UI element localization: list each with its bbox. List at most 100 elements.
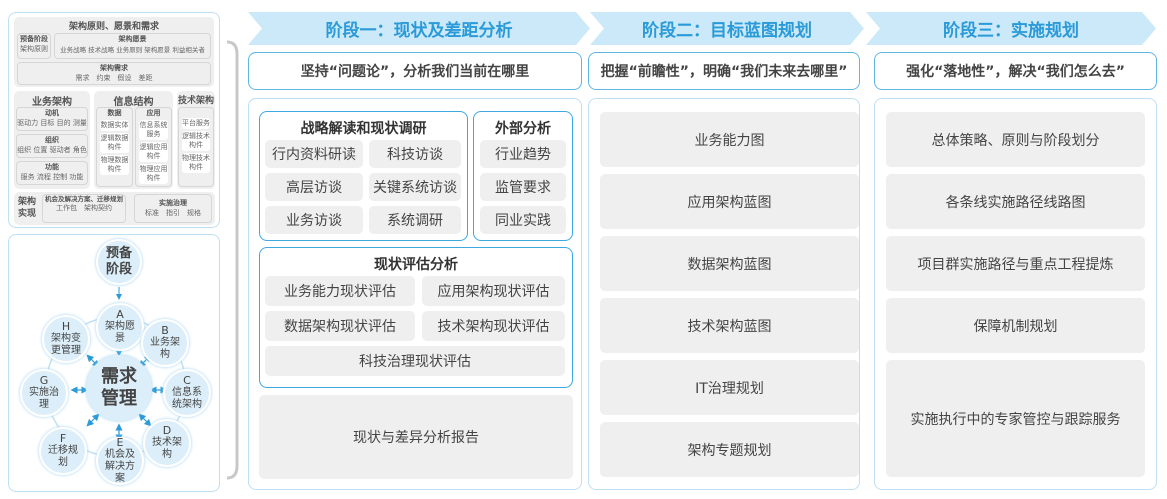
assessment-item: 数据架构现状评估 [265, 311, 415, 341]
assessment-title: 现状评估分析 [374, 257, 458, 273]
node-letter: E [116, 436, 124, 449]
stage-1-subtitle: 坚持“问题论”，分析我们当前在哪里 [248, 52, 582, 90]
app-item: 信息系统服务 [139, 120, 168, 140]
opp-items: 工作包 架构契约 [56, 204, 112, 212]
tech-column: 平台服务逻辑技术构件物理技术构件 [178, 107, 214, 187]
strategy-title: 战略解读和现状调研 [300, 121, 427, 137]
app-item: 物理应用构件 [139, 164, 168, 184]
stage-2-subtitle: 把握“前瞻性”，明确“我们未来去哪里” [588, 52, 860, 90]
plan-item: 项目群实施路径与重点工程提炼 [886, 236, 1145, 291]
prelim-cell: 预备阶段架构原则 [17, 33, 51, 59]
node-letter: C [183, 374, 191, 387]
strategy-item: 系统调研 [369, 206, 461, 234]
prelim-node: 预备阶段 [96, 239, 142, 285]
gov-items: 标准 指引 规格 [145, 209, 201, 217]
info-section: 信息结构 数据数据实体逻辑数据构件物理数据构件 应用信息系统服务逻辑应用构件物理… [94, 91, 173, 189]
cell-title: 动机 [45, 109, 59, 117]
data-item: 物理数据构件 [100, 155, 129, 175]
blueprint-item: IT治理规划 [600, 360, 859, 415]
node-label: 机会及解决方案 [105, 449, 135, 484]
blueprint-item: 应用架构蓝图 [600, 174, 859, 229]
plan-item: 总体策略、原则与阶段划分 [886, 112, 1145, 167]
requirements-title: 架构需求 [100, 64, 128, 72]
blueprint-item: 架构专题规划 [600, 422, 859, 477]
stage-3-content: 总体策略、原则与阶段划分各条线实施路径线路图项目群实施路径与重点工程提炼保障机制… [874, 98, 1157, 490]
business-cell: 动机驱动力 目标 目的 测量 [16, 107, 88, 131]
requirements-cell: 架构需求需求 约束 假设 差距 [17, 62, 211, 85]
bracket [226, 40, 239, 480]
vision-items: 业务战略 技术战略 业务原则 架构愿景 利益相关者 [60, 46, 205, 54]
tech-item: 平台服务 [182, 118, 210, 129]
vision-cell: 架构愿景业务战略 技术战略 业务原则 架构愿景 利益相关者 [54, 33, 211, 59]
node-letter: D [162, 424, 172, 437]
node-label: 迁移规划 [48, 445, 78, 468]
blueprint-item: 数据架构蓝图 [600, 236, 859, 291]
vision-title: 架构愿景 [118, 35, 147, 43]
principles-section: 架构原则、愿景和需求 预备阶段架构原则 架构愿景业务战略 技术战略 业务原则 架… [14, 17, 214, 87]
tech-section: 技术架构 平台服务逻辑技术构件物理技术构件 [177, 91, 215, 189]
cell-title: 组织 [45, 136, 59, 144]
strategy-item: 高层访谈 [265, 173, 363, 201]
node-label: 架构愿景 [105, 321, 135, 344]
strategy-box: 战略解读和现状调研 行内资料研读科技访谈高层访谈关键系统访谈业务访谈系统调研 [259, 111, 468, 241]
realization-title: 架构实现 [17, 197, 36, 219]
strategy-item: 科技访谈 [369, 140, 461, 168]
cell-title: 功能 [45, 163, 59, 171]
node-letter: B [161, 324, 169, 337]
node-letter: F [59, 432, 67, 445]
business-cell: 组织组织 位置 驱动者 角色 [16, 134, 88, 158]
strategy-item: 业务访谈 [265, 206, 363, 234]
data-item: 数据实体 [100, 120, 129, 131]
stage-3-subtitle: 强化“落地性”，解决“我们怎么去” [874, 52, 1157, 90]
cell-items: 组织 位置 驱动者 角色 [17, 146, 87, 154]
stage-2-header: 阶段二：目标蓝图规划 [590, 12, 864, 45]
assessment-item: 业务能力现状评估 [265, 276, 415, 306]
center-node: 需求管理 [86, 355, 152, 421]
governance-cell: 实施治理标准 指引 规格 [134, 194, 212, 223]
business-section: 业务架构 动机驱动力 目标 目的 测量 组织组织 位置 驱动者 角色 功能服务 … [14, 91, 90, 189]
external-title: 外部分析 [495, 121, 551, 137]
business-title: 业务架构 [32, 97, 72, 108]
app-item: 逻辑应用构件 [139, 142, 168, 162]
blueprint-item: 业务能力图 [600, 112, 859, 167]
node-letter: G [39, 374, 49, 387]
node-letter: H [61, 320, 71, 333]
node-label: 架构变更管理 [51, 333, 81, 356]
data-column: 数据数据实体逻辑数据构件物理数据构件 [96, 107, 133, 187]
stage-1-header: 阶段一：现状及差距分析 [248, 12, 590, 45]
business-cell: 功能服务 流程 控制 功能 [16, 161, 88, 185]
external-item: 监管要求 [480, 173, 566, 201]
node-label: 实施治理 [29, 387, 59, 410]
assessment-box: 现状评估分析 业务能力现状评估应用架构现状评估数据架构现状评估技术架构现状评估科… [259, 247, 573, 388]
node-letter: A [116, 308, 124, 321]
cell-items: 服务 流程 控制 功能 [20, 173, 84, 181]
tech-item: 逻辑技术构件 [182, 131, 210, 151]
app-column: 应用信息系统服务逻辑应用构件物理应用构件 [135, 107, 172, 187]
external-item: 同业实践 [480, 206, 566, 234]
assessment-item: 应用架构现状评估 [422, 276, 565, 306]
cell-items: 驱动力 目标 目的 测量 [17, 119, 87, 127]
principles-title: 架构原则、愿景和需求 [68, 22, 159, 32]
node-label: 信息系统架构 [172, 387, 202, 410]
node-label: 业务架构 [150, 337, 180, 360]
togaf-content-panel: 架构原则、愿景和需求 预备阶段架构原则 架构愿景业务战略 技术战略 业务原则 架… [8, 12, 220, 228]
app-title: 应用 [146, 109, 161, 117]
prelim-items: 架构原则 [20, 45, 48, 53]
plan-item: 各条线实施路径线路图 [886, 174, 1145, 229]
prelim-title: 预备阶段 [20, 35, 48, 43]
opp-title: 机会及解决方案、迁移规划 [45, 195, 123, 203]
assessment-item: 技术架构现状评估 [422, 311, 565, 341]
strategy-item: 行内资料研读 [265, 140, 363, 168]
tech-item: 物理技术构件 [182, 153, 210, 173]
requirements-items: 需求 约束 假设 差距 [75, 74, 153, 82]
